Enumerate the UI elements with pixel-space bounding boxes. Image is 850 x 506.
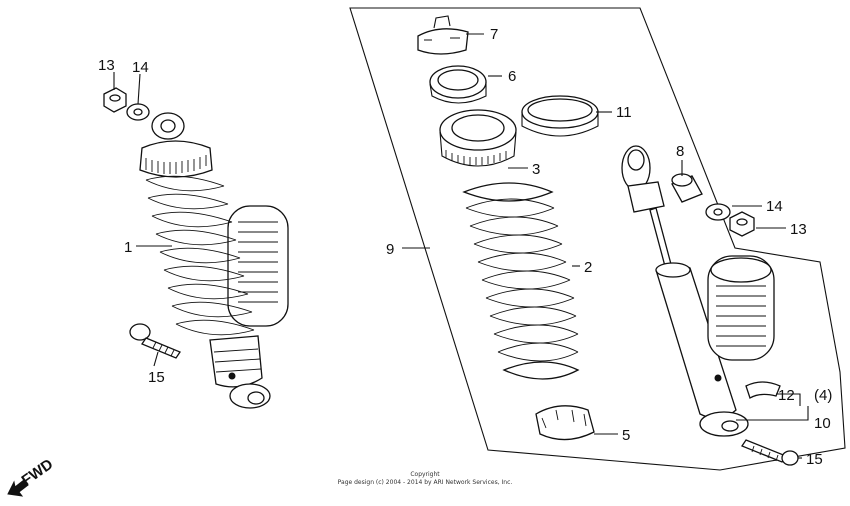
callout-12: 12 — [778, 387, 795, 404]
left-bolt-15 — [129, 323, 181, 359]
assembled-shock-absorber — [139, 112, 289, 409]
left-washer-14 — [126, 103, 150, 121]
fwd-label: FWD — [19, 456, 57, 490]
right-nut-13 — [729, 211, 755, 237]
part-3-spring-seat — [439, 109, 517, 167]
left-nut-13 — [103, 87, 127, 113]
callout-10: 10 — [814, 415, 831, 432]
part-12-clip — [745, 381, 781, 399]
part-6-stopper-ring — [429, 65, 487, 104]
callout-3: 3 — [532, 161, 540, 178]
part-7-spring-collet — [417, 15, 469, 55]
right-bolt-15 — [741, 439, 799, 466]
part-8-bushing — [671, 173, 703, 203]
callout-1: 1 — [124, 239, 132, 256]
callout-15-left: 15 — [148, 369, 165, 386]
callout-12-quantity: (4) — [814, 387, 832, 404]
leader-lines — [113, 33, 809, 459]
callout-13-left: 13 — [98, 57, 115, 74]
callout-13-right: 13 — [790, 221, 807, 238]
callout-15-right: 15 — [806, 451, 823, 468]
copyright-notice: Page design (c) 2004 - 2014 by ARI Netwo… — [338, 479, 513, 486]
part-5-lower-collet — [535, 405, 595, 441]
part-11-dust-band — [521, 95, 599, 137]
callout-2: 2 — [584, 259, 592, 276]
callout-14-left: 14 — [132, 59, 149, 76]
callout-8: 8 — [676, 143, 684, 160]
fwd-arrow-icon — [7, 479, 29, 497]
callout-11: 11 — [616, 104, 632, 121]
callout-14-right: 14 — [766, 198, 783, 215]
callout-6: 6 — [508, 68, 516, 85]
damper-unit — [621, 145, 775, 437]
forward-direction-indicator: FWD — [7, 456, 57, 497]
right-washer-14 — [705, 203, 731, 221]
assembly-outline — [349, 7, 846, 471]
copyright-title: Copyright — [410, 471, 440, 478]
part-2-spring — [462, 182, 580, 380]
callout-5: 5 — [622, 427, 630, 444]
callout-7: 7 — [490, 26, 498, 43]
callout-9: 9 — [386, 241, 394, 258]
